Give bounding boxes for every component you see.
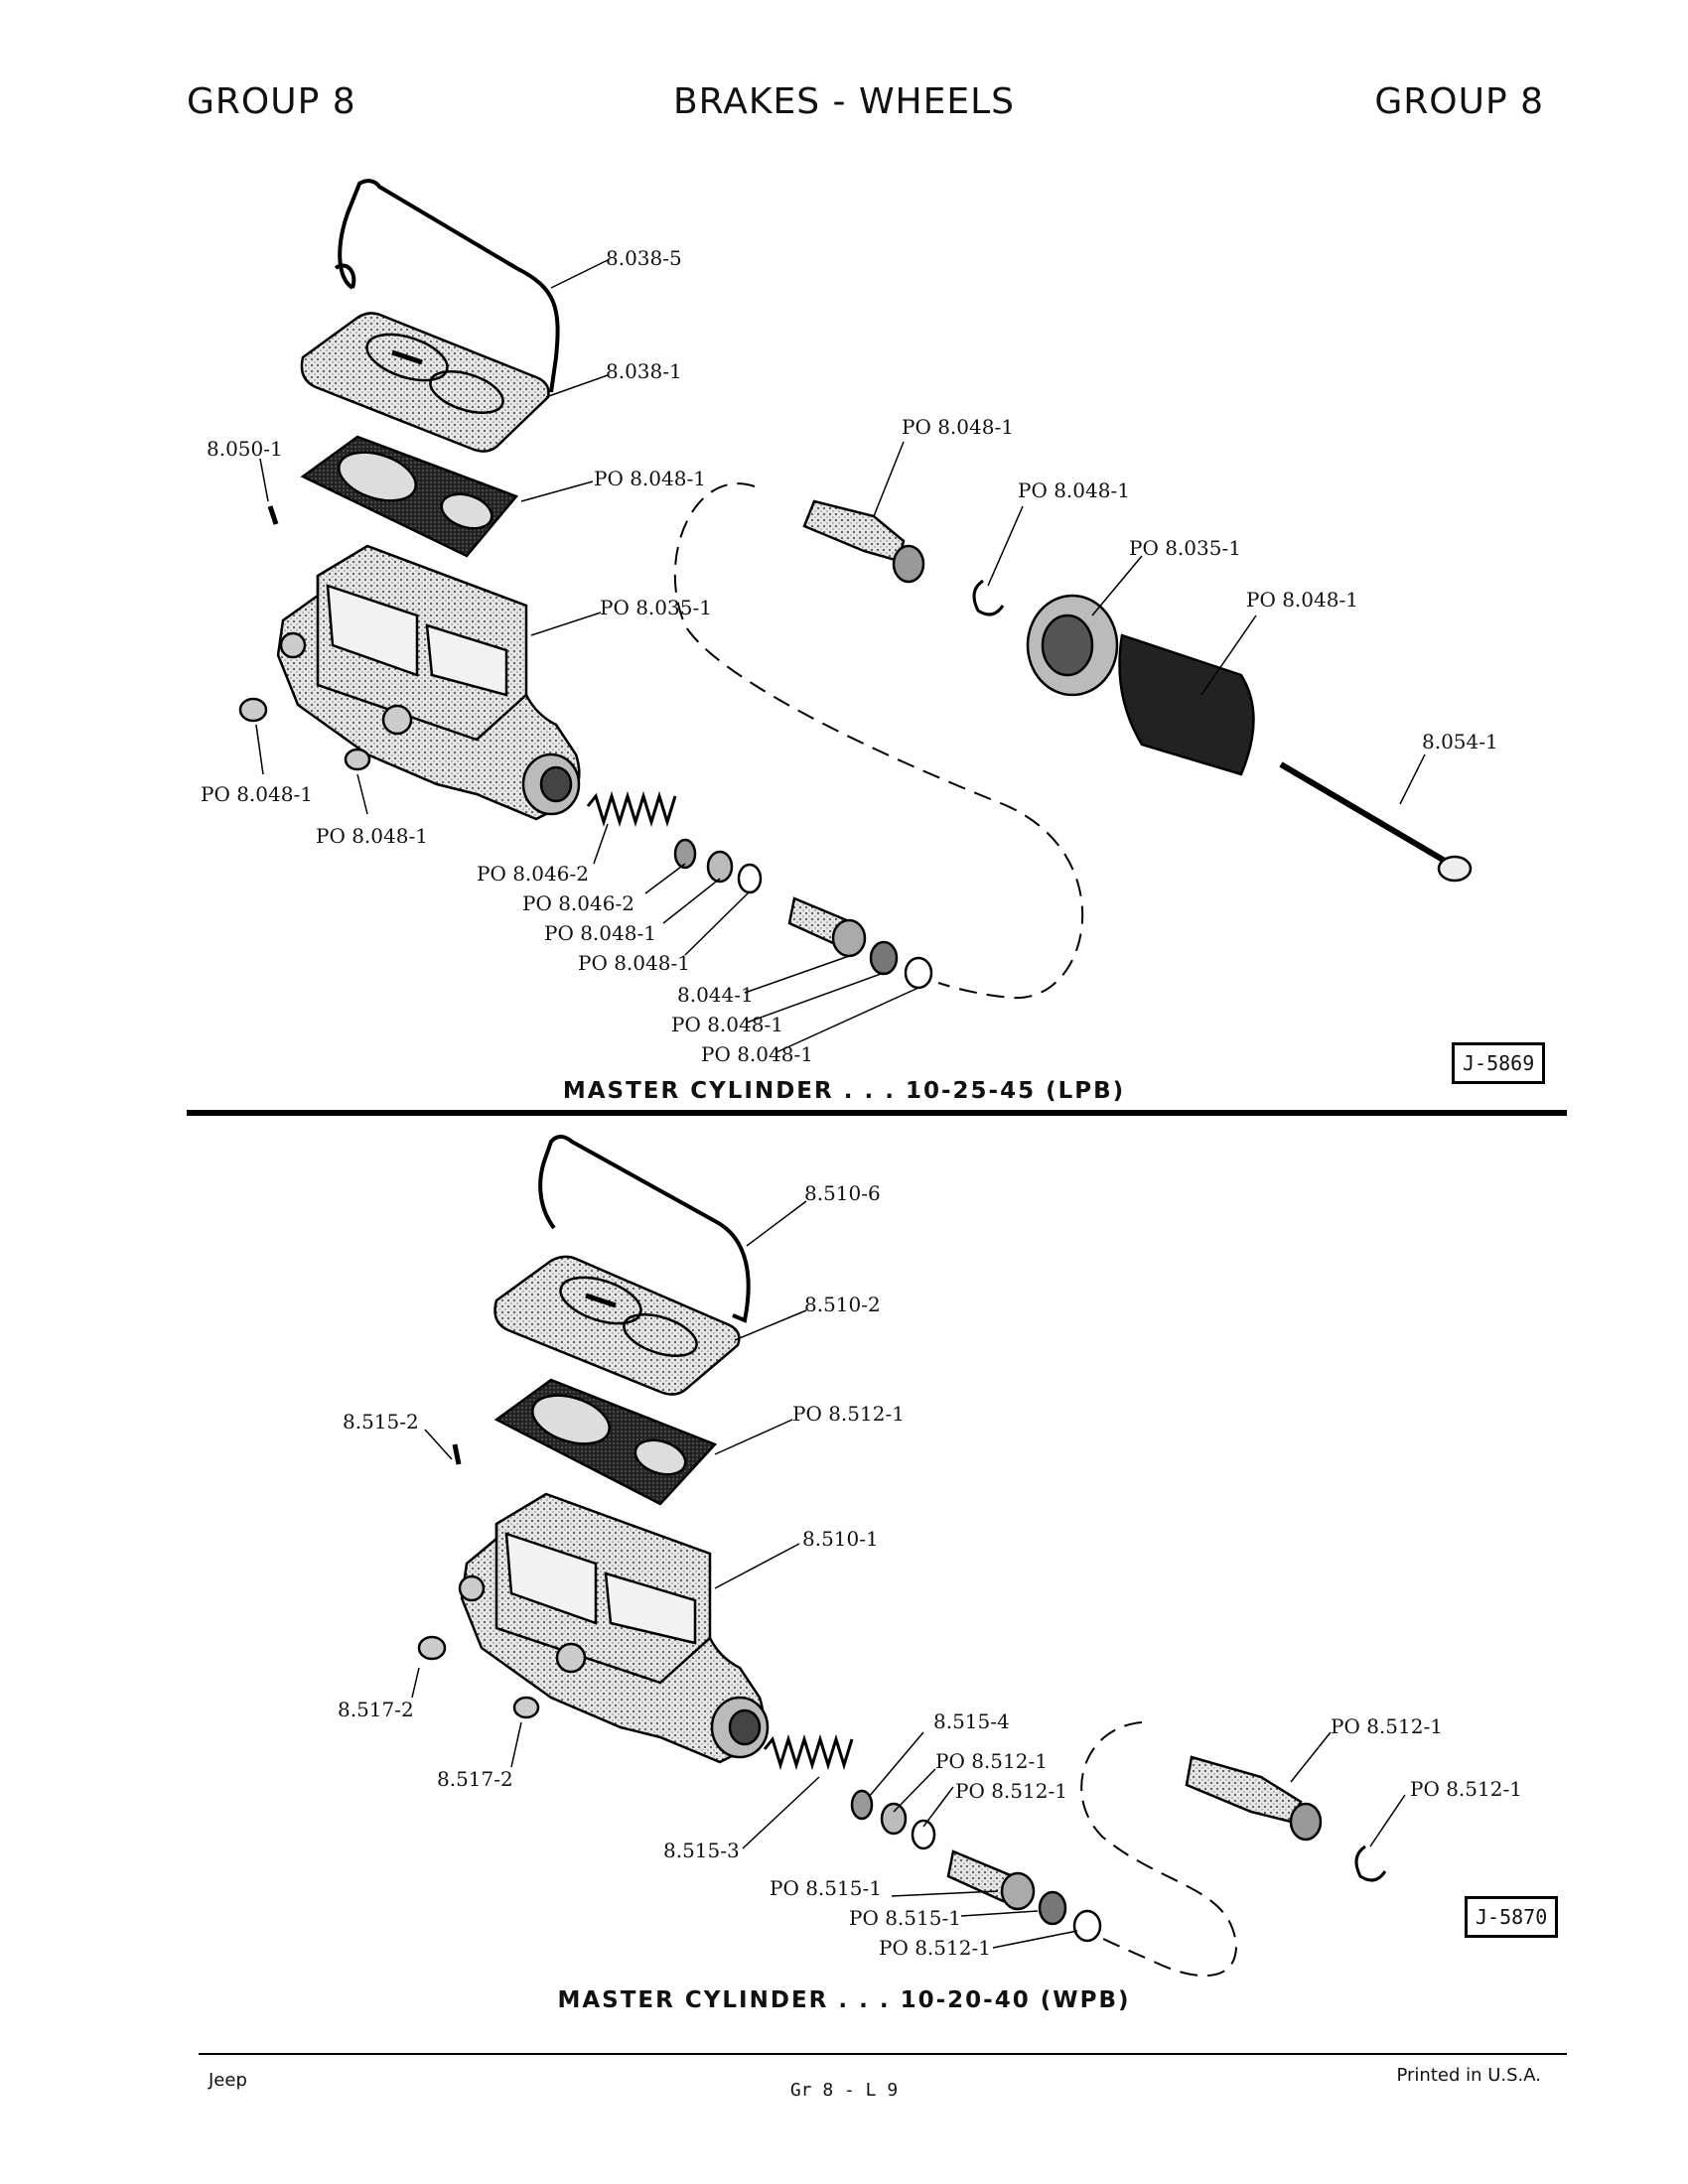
caption-bottom: MASTER CYLINDER . . . 10-20-40 (WPB) [557, 1987, 1131, 2013]
header-group-right: GROUP 8 [1374, 81, 1544, 122]
part-label: 8.515-3 [663, 1839, 740, 1862]
part-label: PO 8.035-1 [1129, 536, 1241, 560]
part-label: PO 8.048-1 [544, 921, 656, 945]
gasket-bottom [493, 1378, 718, 1506]
part-label: PO 8.035-1 [600, 596, 712, 619]
cover-top [300, 312, 550, 453]
cylinder-housing-top [276, 544, 581, 821]
bail-wire-bottom [538, 1135, 751, 1323]
part-label: PO 8.048-1 [671, 1013, 783, 1036]
part-label: 8.510-1 [802, 1527, 879, 1551]
divider-rule [187, 1110, 1567, 1116]
part-label: 8.515-4 [933, 1709, 1010, 1733]
dashed-route-top [673, 482, 1083, 1000]
cylinder-housing-bottom [458, 1492, 770, 1764]
part-label: PO 8.515-1 [849, 1906, 961, 1930]
part-label: PO 8.048-1 [594, 467, 706, 490]
part-label: PO 8.512-1 [935, 1749, 1048, 1773]
part-label: 8.510-2 [804, 1293, 881, 1316]
part-label: 8.510-6 [804, 1181, 881, 1205]
part-label: 8.517-2 [437, 1767, 513, 1791]
header-group-left: GROUP 8 [187, 81, 356, 122]
leader-lines-top [255, 259, 1426, 1053]
dashed-route-bottom [1080, 1721, 1238, 1978]
leader-lines-bottom [411, 1200, 1406, 1949]
part-label: PO 8.048-1 [578, 951, 690, 975]
part-label: PO 8.515-1 [770, 1876, 882, 1900]
figure-ref-bottom: J-5870 [1465, 1896, 1559, 1938]
part-label: 8.515-2 [343, 1410, 419, 1433]
part-label: 8.054-1 [1422, 730, 1498, 753]
part-label: PO 8.512-1 [792, 1402, 905, 1426]
footer-page-number: Gr 8 - L 9 [789, 2080, 899, 2101]
bottom-exploded-view [417, 1135, 1387, 1978]
figure-ref-top: J-5869 [1452, 1042, 1546, 1084]
part-label: 8.050-1 [207, 437, 283, 461]
part-label: PO 8.046-2 [522, 891, 634, 915]
spring-bottom [763, 1733, 854, 1771]
part-label: PO 8.512-1 [955, 1779, 1067, 1803]
part-label: PO 8.512-1 [1410, 1777, 1522, 1801]
footer-brand: Jeep [209, 2070, 247, 2091]
part-label: PO 8.048-1 [701, 1042, 813, 1066]
part-label: PO 8.048-1 [1246, 588, 1358, 612]
part-label: PO 8.048-1 [902, 415, 1014, 439]
part-label: PO 8.512-1 [879, 1936, 991, 1960]
bail-wire [338, 179, 560, 393]
part-label: PO 8.512-1 [1331, 1714, 1443, 1738]
caption-top: MASTER CYLINDER . . . 10-25-45 (LPB) [562, 1078, 1126, 1104]
part-label: PO 8.048-1 [1018, 478, 1130, 502]
footer-printed: Printed in U.S.A. [1396, 2065, 1541, 2086]
part-label: 8.038-1 [606, 359, 682, 383]
spring-top [586, 790, 677, 828]
gasket-top [300, 435, 519, 558]
part-label: 8.517-2 [338, 1698, 414, 1721]
part-label: 8.044-1 [677, 983, 754, 1007]
cover-bottom [493, 1255, 741, 1396]
part-label: PO 8.046-2 [477, 862, 589, 886]
part-label: PO 8.048-1 [201, 782, 313, 806]
part-label: 8.038-5 [606, 246, 682, 270]
footer-rule [199, 2053, 1567, 2055]
header-title: BRAKES - WHEELS [672, 81, 1016, 122]
part-label: PO 8.048-1 [316, 824, 428, 848]
